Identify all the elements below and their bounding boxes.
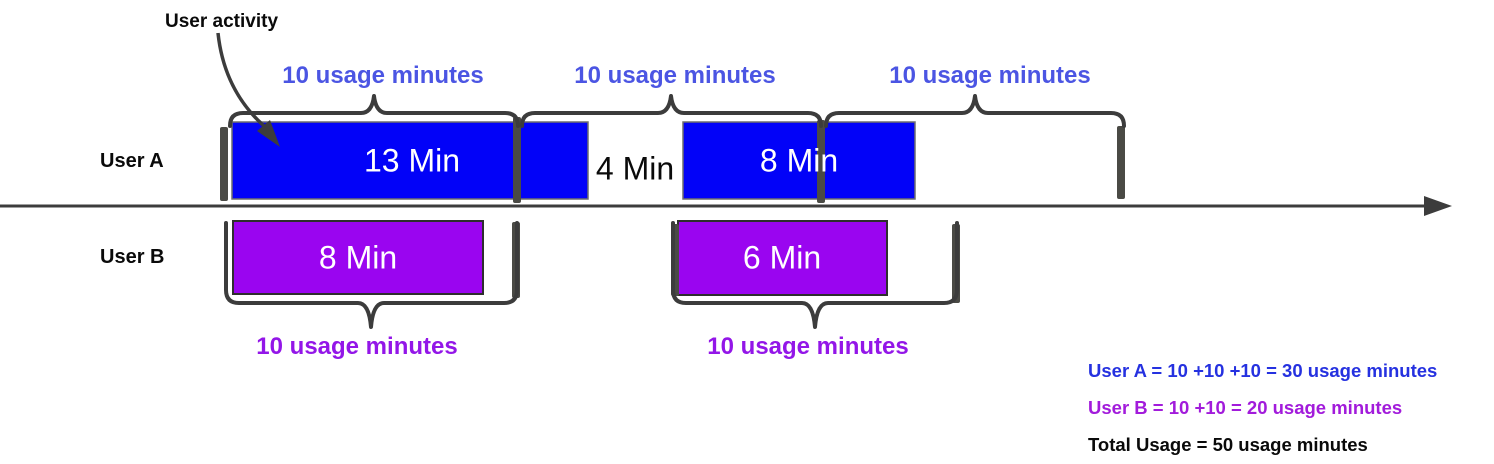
user-activity-arrowhead-icon	[257, 120, 280, 147]
usage-block-label-a-3: 10 usage minutes	[889, 62, 1091, 89]
usage-brace-a-1	[228, 94, 520, 128]
user-activity-arrow	[216, 32, 266, 128]
usage-block-label-a-1: 10 usage minutes	[282, 62, 484, 89]
usage-brace-b-1	[224, 221, 519, 329]
user-b-activity-bar-1	[232, 220, 484, 295]
usage-block-label-a-2: 10 usage minutes	[574, 62, 776, 89]
block-boundary-tick-a-10min	[513, 117, 521, 203]
usage-brace-b-2	[671, 221, 959, 329]
user-b-summary: User B = 10 +10 = 20 usage minutes	[1088, 397, 1403, 418]
block-boundary-tick-a-20min	[817, 120, 825, 203]
user-a-idle-gap-duration: 4 Min	[595, 150, 675, 187]
user-b-activity-1-duration: 8 Min	[318, 239, 398, 276]
user-a-row-label: User A	[100, 150, 164, 172]
user-activity-annotation: User activity	[165, 11, 279, 32]
user-a-activity-1-duration: 13 Min	[363, 142, 461, 179]
user-b-row-label: User B	[100, 246, 165, 268]
usage-brace-a-2	[520, 94, 823, 128]
total-usage-summary: Total Usage = 50 usage minutes	[1088, 434, 1368, 455]
block-boundary-tick-a-start	[220, 127, 228, 201]
user-a-activity-bar-2	[682, 121, 916, 200]
user-b-activity-bar-2	[677, 220, 888, 296]
usage-brace-a-3	[824, 94, 1126, 128]
user-a-activity-2-duration: 8 Min	[759, 142, 839, 179]
user-a-activity-bar-1	[231, 121, 589, 200]
user-a-summary: User A = 10 +10 +10 = 30 usage minutes	[1088, 360, 1438, 381]
usage-block-label-b-2: 10 usage minutes	[707, 333, 909, 360]
user-b-activity-2-duration: 6 Min	[742, 239, 822, 276]
timeline-arrowhead-icon	[1424, 196, 1452, 216]
block-boundary-tick-a-30min	[1117, 126, 1125, 199]
usage-block-label-b-1: 10 usage minutes	[256, 333, 458, 360]
